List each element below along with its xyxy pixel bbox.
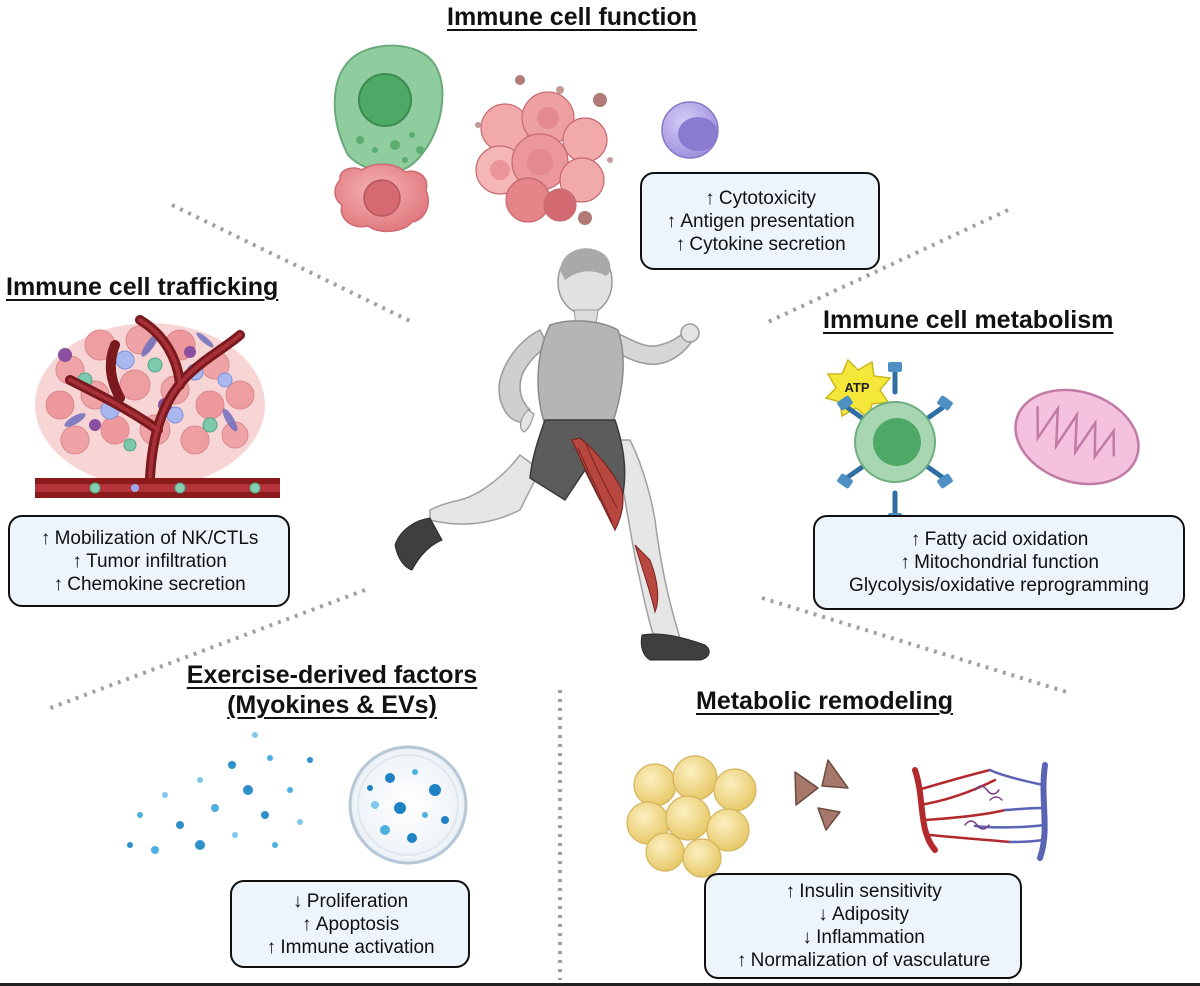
- effect-text: Cytokine secretion: [689, 233, 846, 255]
- t-cell-receptor-icon: [837, 362, 953, 523]
- up-arrow-icon: ↑: [736, 950, 747, 971]
- atp-label: ATP: [844, 380, 869, 395]
- up-arrow-icon: ↑: [910, 529, 921, 550]
- function-effects-box: ↑Cytotoxicity ↑Antigen presentation ↑Cyt…: [640, 172, 880, 270]
- heading-factors-line1: Exercise-derived factors: [186, 661, 478, 689]
- heading-exercise-derived-factors: Exercise-derived factors (Myokines & EVs…: [172, 660, 492, 720]
- myokine-particles-icon: [127, 732, 313, 854]
- up-arrow-icon: ↑: [302, 913, 312, 935]
- effect-row: ↑Mobilization of NK/CTLs: [10, 527, 288, 550]
- effect-row: ↑Mitochondrial function: [815, 551, 1183, 574]
- up-arrow-icon: ↑: [53, 573, 64, 595]
- adipocytes-icon: [626, 755, 757, 878]
- effect-text: Mobilization of NK/CTLs: [54, 527, 259, 549]
- heading-factors-line2: (Myokines & EVs): [227, 691, 437, 719]
- effect-text: Chemokine secretion: [67, 573, 246, 595]
- effect-row: ↓Proliferation: [232, 890, 468, 913]
- effect-text: Tumor infiltration: [86, 550, 227, 572]
- effect-row: ↑Chemokine secretion: [10, 573, 288, 596]
- effect-text: Adiposity: [831, 904, 910, 925]
- effect-text: Immune activation: [280, 936, 435, 958]
- effect-row: ↑Immune activation: [232, 936, 468, 959]
- metabolism-effects-box: ↑Fatty acid oxidation ↑Mitochondrial fun…: [813, 515, 1185, 610]
- effect-text: Proliferation: [306, 890, 409, 912]
- bottom-border: [0, 983, 1200, 986]
- effect-text: Inflammation: [816, 927, 925, 948]
- effect-row: ↑Fatty acid oxidation: [815, 528, 1183, 551]
- up-arrow-icon: ↑: [705, 187, 715, 209]
- effect-row: ↑Cytokine secretion: [642, 233, 878, 256]
- effect-row: Glycolysis/oxidative reprogramming: [815, 574, 1183, 597]
- effect-row: ↑Insulin sensitivity: [706, 880, 1020, 903]
- up-arrow-icon: ↑: [900, 552, 910, 573]
- effect-text: Insulin sensitivity: [799, 881, 942, 902]
- effect-row: ↓Inflammation: [706, 926, 1020, 949]
- up-arrow-icon: ↑: [666, 210, 677, 232]
- separator-lines: [44, 203, 1071, 980]
- trafficking-effects-box: ↑Mobilization of NK/CTLs ↑Tumor infiltra…: [8, 515, 290, 607]
- up-arrow-icon: ↑: [266, 936, 277, 958]
- effect-text: Glycolysis/oxidative reprogramming: [849, 575, 1149, 596]
- effect-text: Apoptosis: [315, 913, 400, 935]
- effect-row: ↑Tumor infiltration: [10, 550, 288, 573]
- down-arrow-icon: ↓: [802, 927, 812, 948]
- effect-text: Cytotoxicity: [718, 187, 817, 209]
- remodeling-effects-box: ↑Insulin sensitivity ↓Adiposity ↓Inflamm…: [704, 873, 1022, 979]
- effect-text: Mitochondrial function: [914, 552, 1099, 573]
- up-arrow-icon: ↑: [40, 527, 51, 549]
- effect-text: Antigen presentation: [680, 210, 855, 232]
- heading-immune-cell-function: Immune cell function: [447, 3, 698, 31]
- tumor-cell-icon: [334, 163, 429, 233]
- tumor-vasculature-icon: [35, 315, 280, 498]
- up-arrow-icon: ↑: [785, 881, 795, 902]
- runner-figure-icon: [394, 248, 710, 661]
- effect-text: Normalization of vasculature: [750, 950, 991, 971]
- up-arrow-icon: ↑: [72, 550, 82, 572]
- tumor-cluster-icon: [475, 75, 613, 225]
- effect-row: ↑Cytotoxicity: [642, 187, 878, 210]
- vasculature-icon: [912, 762, 1048, 861]
- heading-immune-cell-trafficking: Immune cell trafficking: [6, 273, 279, 301]
- heading-immune-cell-metabolism: Immune cell metabolism: [823, 306, 1114, 334]
- down-arrow-icon: ↓: [293, 890, 303, 912]
- effect-text: Fatty acid oxidation: [924, 529, 1089, 550]
- effect-row: ↑Apoptosis: [232, 913, 468, 936]
- effect-row: ↑Normalization of vasculature: [706, 949, 1020, 972]
- dendritic-cell-icon: [333, 44, 444, 174]
- extracellular-vesicle-dish-icon: [348, 745, 468, 865]
- up-arrow-icon: ↑: [675, 233, 686, 255]
- mitochondrion-icon: [1014, 388, 1140, 486]
- lymphocyte-icon: [661, 101, 719, 159]
- heading-metabolic-remodeling: Metabolic remodeling: [696, 687, 953, 715]
- triangle-particles-icon: [794, 759, 849, 831]
- effect-row: ↑Antigen presentation: [642, 210, 878, 233]
- effect-row: ↓Adiposity: [706, 903, 1020, 926]
- down-arrow-icon: ↓: [818, 904, 828, 925]
- factors-effects-box: ↓Proliferation ↑Apoptosis ↑Immune activa…: [230, 880, 470, 968]
